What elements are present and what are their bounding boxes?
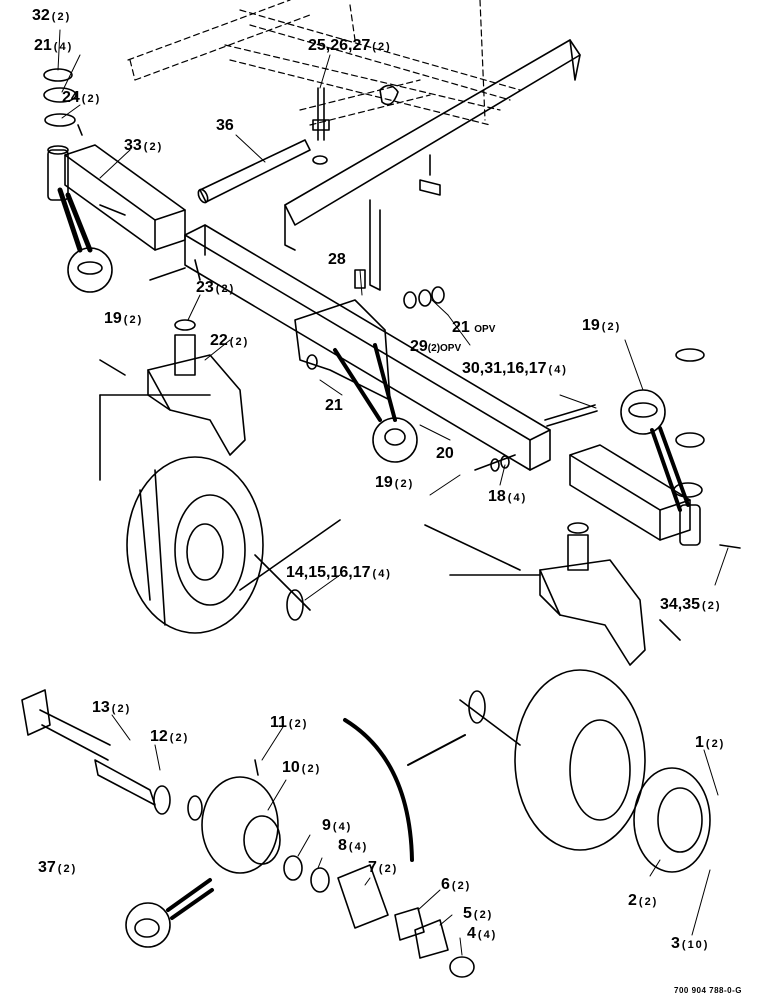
callout-23: 23(2) — [196, 279, 236, 296]
callout-22: 22(2) — [210, 332, 250, 349]
callout-19-right: 19(2) — [582, 317, 622, 334]
center-bracket — [294, 269, 418, 463]
leader-lines — [57, 29, 729, 956]
callout-8: 8(4) — [338, 837, 369, 854]
callout-10: 10(2) — [282, 759, 322, 776]
callout-9: 9(4) — [322, 817, 353, 834]
right-extension-tube — [569, 444, 691, 541]
right-wheel — [459, 669, 711, 873]
callout-19-center: 19(2) — [375, 474, 415, 491]
callout-21-center: 21 — [325, 397, 343, 414]
callout-21: 21(4) — [34, 37, 74, 54]
callout-29: 29(2)OPV — [410, 338, 462, 355]
callout-28: 28 — [328, 251, 346, 268]
spindle-housing-left — [99, 267, 246, 481]
callout-4: 4(4) — [467, 925, 498, 942]
detail-leader — [407, 734, 466, 766]
left-pivot-stack — [43, 68, 83, 201]
spindle-housing-right — [424, 522, 681, 666]
frame-rail — [284, 39, 581, 291]
callout-34-35: 34,35(2) — [660, 596, 722, 613]
machine-frame-outline — [127, 0, 521, 126]
left-extension-tube — [64, 144, 186, 251]
callout-6: 6(2) — [441, 876, 472, 893]
callout-30-31-16-17: 30,31,16,17(4) — [462, 360, 568, 377]
callout-13: 13(2) — [92, 699, 132, 716]
callout-12: 12(2) — [150, 728, 190, 745]
document-number: 700 904 788-0-G — [674, 986, 742, 995]
right-pivot-stack — [620, 348, 741, 549]
bolt-18 — [474, 454, 516, 472]
callout-20: 20 — [436, 445, 454, 462]
callout-19-left: 19(2) — [104, 310, 144, 327]
left-wheel — [126, 456, 341, 634]
callout-37: 37(2) — [38, 859, 78, 876]
callout-18: 18(4) — [488, 488, 528, 505]
hub-assembly-exploded — [21, 689, 475, 978]
callout-33: 33(2) — [124, 137, 164, 154]
callout-3: 3(10) — [671, 935, 710, 952]
axle-beam — [184, 224, 551, 471]
bolt-25 — [312, 87, 330, 165]
callout-7: 7(2) — [368, 859, 399, 876]
callout-5: 5(2) — [463, 905, 494, 922]
callout-11: 11(2) — [270, 714, 309, 731]
bolt-30 — [544, 404, 598, 427]
callout-2: 2(2) — [628, 892, 659, 909]
callout-32: 32(2) — [32, 7, 72, 24]
detail-arc — [343, 718, 414, 862]
callout-24: 24(2) — [62, 89, 102, 106]
shaft-36 — [197, 139, 311, 204]
bushing-detail-left — [57, 187, 113, 293]
callout-21-opv: 21 OPV — [452, 319, 496, 336]
callout-1: 1(2) — [695, 734, 726, 751]
callout-14-15-16-17: 14,15,16,17(4) — [286, 564, 392, 581]
washers-29 — [403, 286, 445, 309]
callout-25-26-27: 25,26,27(2) — [308, 37, 392, 54]
callout-36: 36 — [216, 117, 234, 134]
